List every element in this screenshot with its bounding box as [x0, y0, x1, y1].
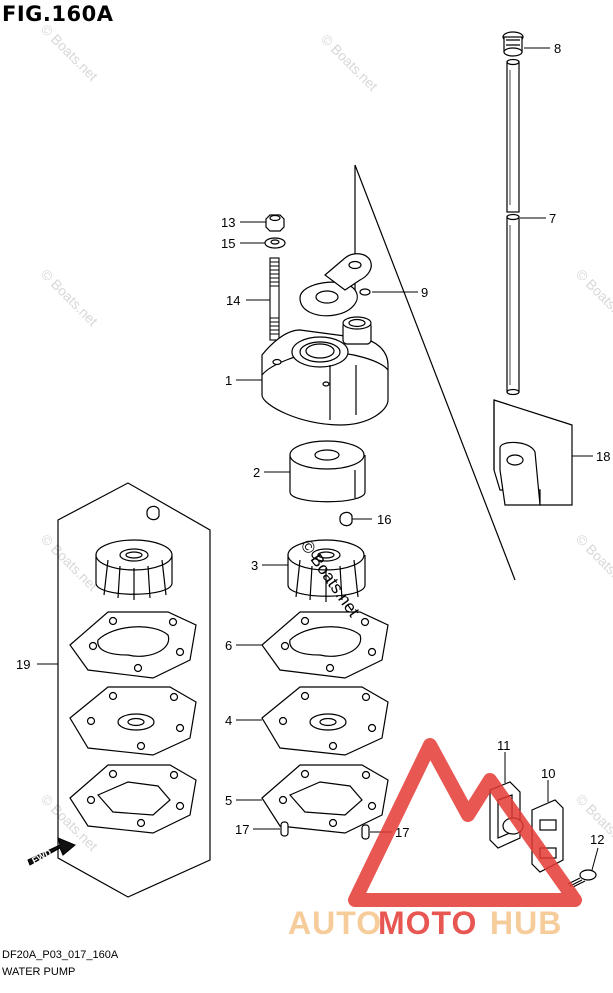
- footer-code: DF20A_P03_017_160A: [2, 949, 119, 961]
- callout-1: 1: [225, 373, 232, 388]
- automotohub-logo: AUTO MOTO HUB: [288, 738, 582, 941]
- logo-text-auto: AUTO: [288, 905, 382, 941]
- callout-14: 14: [226, 293, 240, 308]
- part-8-grommet: [502, 31, 524, 57]
- part-4-plate: [261, 686, 389, 756]
- part-14-stud: [269, 257, 280, 341]
- callout-5: 5: [225, 793, 232, 808]
- kit-plate: [69, 686, 197, 756]
- part-17-pin: [280, 821, 370, 840]
- callout-labels: 8 7 9 18 13 15 14 1 2 16 3 6 4 5 17 17 1…: [16, 41, 610, 847]
- watermark-text: © Boats.net: [573, 266, 613, 329]
- kit-key: [146, 505, 160, 521]
- reference-line: [354, 164, 516, 581]
- callout-7: 7: [549, 211, 556, 226]
- watermark-text: © Boats.net: [38, 21, 101, 84]
- callout-3: 3: [251, 558, 258, 573]
- kit-impeller: [95, 539, 173, 600]
- part-15-washer: [264, 237, 286, 249]
- part-5-gasket: [261, 764, 389, 834]
- part-7-water-tube: [506, 58, 520, 396]
- kit-gasket-lower: [69, 764, 197, 834]
- watermark-text: © Boats.net: [38, 266, 101, 329]
- callout-6: 6: [225, 638, 232, 653]
- logo-text-hub: HUB: [490, 905, 562, 941]
- watermark-text: © Boats.net: [318, 31, 381, 94]
- callout-17: 17: [395, 825, 409, 840]
- part-9-retainer: [299, 253, 372, 317]
- kit-gasket-upper: [69, 611, 197, 679]
- watermark-text: © Boats.net: [38, 531, 101, 594]
- callout-12: 12: [590, 832, 604, 847]
- callout-4: 4: [225, 713, 232, 728]
- part-2-case-liner: [289, 440, 366, 503]
- callout-17: 17: [235, 822, 249, 837]
- watermark-text: © Boats.net: [573, 531, 613, 594]
- part-3-impeller: [287, 539, 366, 602]
- callout-9: 9: [421, 285, 428, 300]
- callout-16: 16: [377, 512, 391, 527]
- figure-title: FIG.160A: [2, 2, 114, 26]
- callout-8: 8: [554, 41, 561, 56]
- part-16-key: [339, 511, 353, 527]
- part-13-nut: [265, 214, 285, 232]
- callout-10: 10: [541, 766, 555, 781]
- callout-18: 18: [596, 449, 610, 464]
- kit-outline: [57, 482, 211, 898]
- part-1-pump-housing: [261, 316, 389, 426]
- callout-15: 15: [221, 236, 235, 251]
- fwd-arrow-icon: FWD: [27, 837, 76, 866]
- callout-11: 11: [497, 738, 511, 753]
- part-6-gasket: [261, 611, 389, 679]
- callout-2: 2: [253, 465, 260, 480]
- logo-text-moto: MOTO: [378, 905, 477, 941]
- footer-name: WATER PUMP: [2, 966, 76, 978]
- part-18-seal: [493, 399, 573, 506]
- callout-19: 19: [16, 657, 30, 672]
- callout-13: 13: [221, 215, 235, 230]
- part-12-screw: [567, 869, 597, 888]
